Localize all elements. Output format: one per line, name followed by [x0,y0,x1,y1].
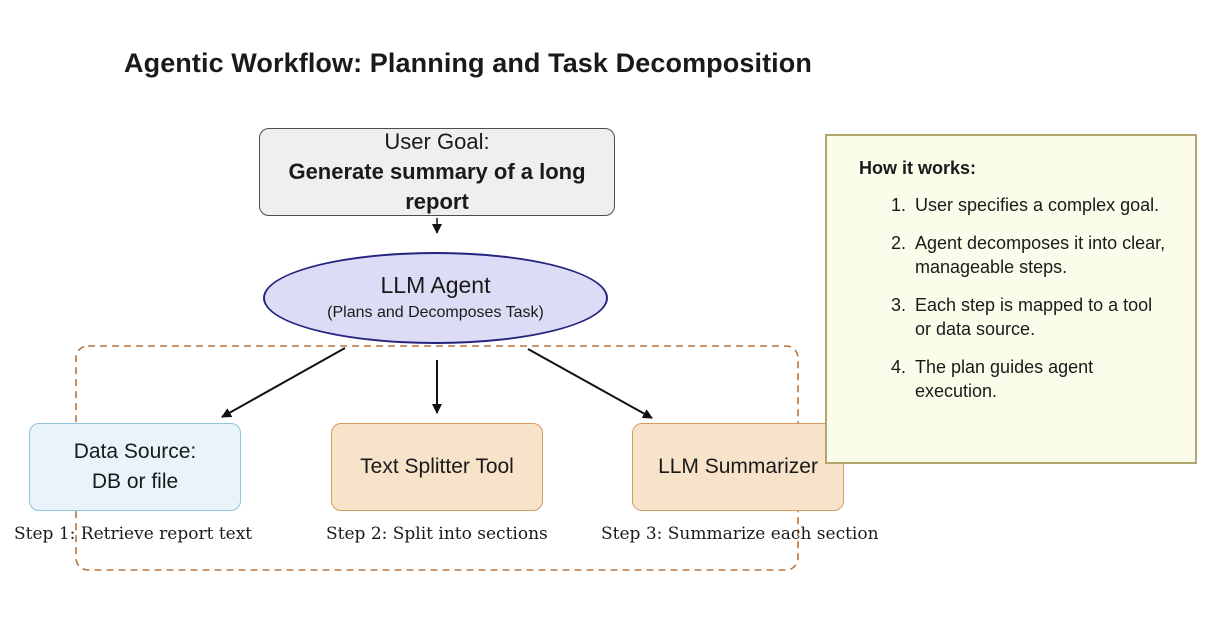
arrow-agent-to-data-source [221,347,346,418]
how-it-works-panel: How it works: User specifies a complex g… [825,134,1197,464]
llm-agent-node: LLM Agent (Plans and Decomposes Task) [263,252,608,344]
user-goal-label: User Goal: [384,129,490,154]
panel-list-item: The plan guides agent execution. [911,355,1169,403]
panel-heading: How it works: [859,158,977,178]
panel-list-item: User specifies a complex goal. [911,193,1169,217]
step-2-caption: Step 2: Split into sections [326,524,548,544]
panel-steps-list: User specifies a complex goal. Agent dec… [859,193,1169,403]
data-source-node: Data Source: DB or file [29,423,241,511]
step-1-caption: Step 1: Retrieve report text [14,524,253,544]
step-3-caption: Step 3: Summarize each section [601,524,879,544]
arrow-agent-to-summarizer [527,348,653,419]
user-goal-text: Generate summary of a long report [288,159,586,214]
llm-agent-label: LLM Agent [380,272,491,298]
text-splitter-node: Text Splitter Tool [331,423,543,511]
diagram-title: Agentic Workflow: Planning and Task Deco… [124,48,812,78]
panel-list-item: Each step is mapped to a tool or data so… [911,293,1169,341]
llm-agent-sublabel: (Plans and Decomposes Task) [327,304,544,321]
panel-list-item: Agent decomposes it into clear, manageab… [911,231,1169,279]
data-source-label: Data Source: [73,440,197,463]
llm-summarizer-label: LLM Summarizer [658,455,818,478]
llm-summarizer-node: LLM Summarizer [632,423,844,511]
user-goal-node: User Goal: Generate summary of a long re… [259,128,615,216]
data-source-sublabel: DB or file [91,470,179,493]
text-splitter-label: Text Splitter Tool [360,455,514,478]
